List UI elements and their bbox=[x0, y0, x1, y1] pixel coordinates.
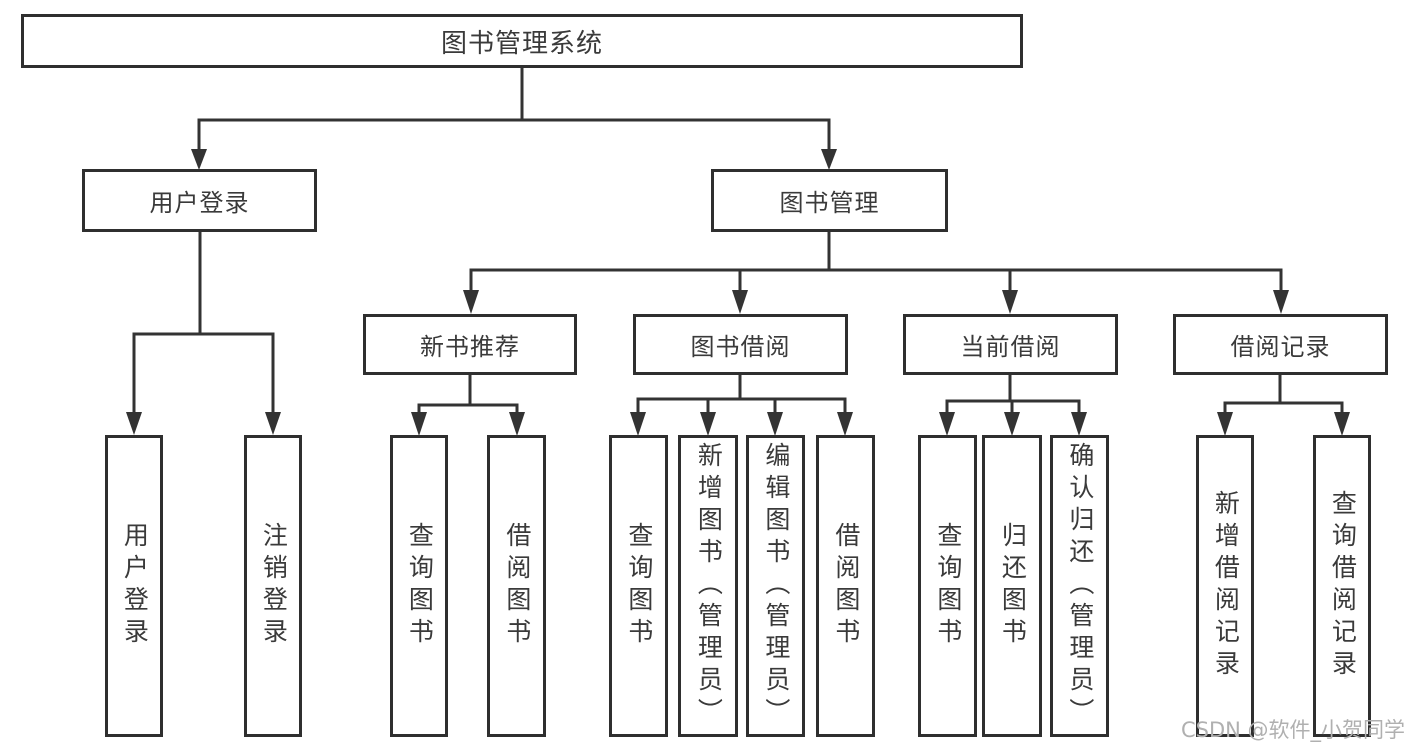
node-book-borrow: 图书借阅 bbox=[633, 314, 848, 375]
node-label: 查询图书 bbox=[405, 522, 435, 650]
node-label: 图书管理 bbox=[779, 189, 880, 217]
node-label: 注销登录 bbox=[259, 522, 289, 650]
node-label: 借阅图书 bbox=[502, 522, 532, 650]
leaf-user-login: 用户登录 bbox=[105, 435, 163, 737]
node-label: 图书借阅 bbox=[690, 333, 791, 361]
leaf-borrow-books-2: 借阅图书 bbox=[816, 435, 875, 737]
node-label: 借阅图书 bbox=[831, 522, 861, 650]
node-label: 用户登录 bbox=[149, 189, 250, 217]
node-label: 借阅记录 bbox=[1230, 333, 1331, 361]
connector-borrow-records-to-leaves bbox=[1217, 375, 1350, 436]
node-book-management: 图书管理 bbox=[711, 169, 948, 232]
node-label: 归还图书 bbox=[998, 522, 1028, 650]
leaf-add-borrow-record: 新增借阅记录 bbox=[1196, 435, 1254, 737]
leaf-return-books: 归还图书 bbox=[982, 435, 1042, 737]
leaf-logout: 注销登录 bbox=[244, 435, 302, 737]
node-label: 新书推荐 bbox=[420, 333, 520, 361]
leaf-query-books-3: 查询图书 bbox=[918, 435, 977, 737]
leaf-query-books-1: 查询图书 bbox=[390, 435, 448, 737]
leaf-query-borrow-record: 查询借阅记录 bbox=[1313, 435, 1371, 737]
connector-new-book-to-leaves bbox=[411, 375, 525, 436]
connector-current-borrow-to-leaves bbox=[939, 375, 1087, 436]
leaf-add-books-admin: 新增图书（管理员） bbox=[678, 435, 738, 737]
csdn-watermark: CSDN @软件_小贺同学 bbox=[1181, 718, 1405, 742]
node-label: 查询图书 bbox=[933, 522, 963, 650]
leaf-edit-books-admin: 编辑图书（管理员） bbox=[746, 435, 805, 737]
node-borrow-records: 借阅记录 bbox=[1173, 314, 1388, 375]
node-label: 当前借阅 bbox=[960, 333, 1061, 361]
node-new-book-recommend: 新书推荐 bbox=[363, 314, 577, 375]
node-label: 新增图书（管理员） bbox=[694, 442, 724, 730]
connector-book-mgmt-to-level3 bbox=[463, 232, 1289, 314]
node-user-login: 用户登录 bbox=[82, 169, 317, 232]
leaf-query-books-2: 查询图书 bbox=[609, 435, 668, 737]
node-label: 编辑图书（管理员） bbox=[761, 442, 791, 730]
node-label: 新增借阅记录 bbox=[1211, 490, 1241, 682]
connector-root-to-level2 bbox=[191, 68, 837, 170]
leaf-borrow-books-1: 借阅图书 bbox=[487, 435, 546, 737]
leaf-confirm-return-admin: 确认归还（管理员） bbox=[1050, 435, 1109, 737]
node-current-borrow: 当前借阅 bbox=[903, 314, 1118, 375]
node-library-management-system: 图书管理系统 bbox=[21, 14, 1023, 68]
node-label: 查询图书 bbox=[624, 522, 654, 650]
node-label: 查询借阅记录 bbox=[1328, 490, 1358, 682]
connector-book-borrow-to-leaves bbox=[630, 375, 853, 436]
node-label: 用户登录 bbox=[120, 522, 150, 650]
node-label: 图书管理系统 bbox=[440, 28, 603, 59]
connector-user-login-to-leaves bbox=[126, 232, 281, 435]
node-label: 确认归还（管理员） bbox=[1065, 442, 1095, 730]
